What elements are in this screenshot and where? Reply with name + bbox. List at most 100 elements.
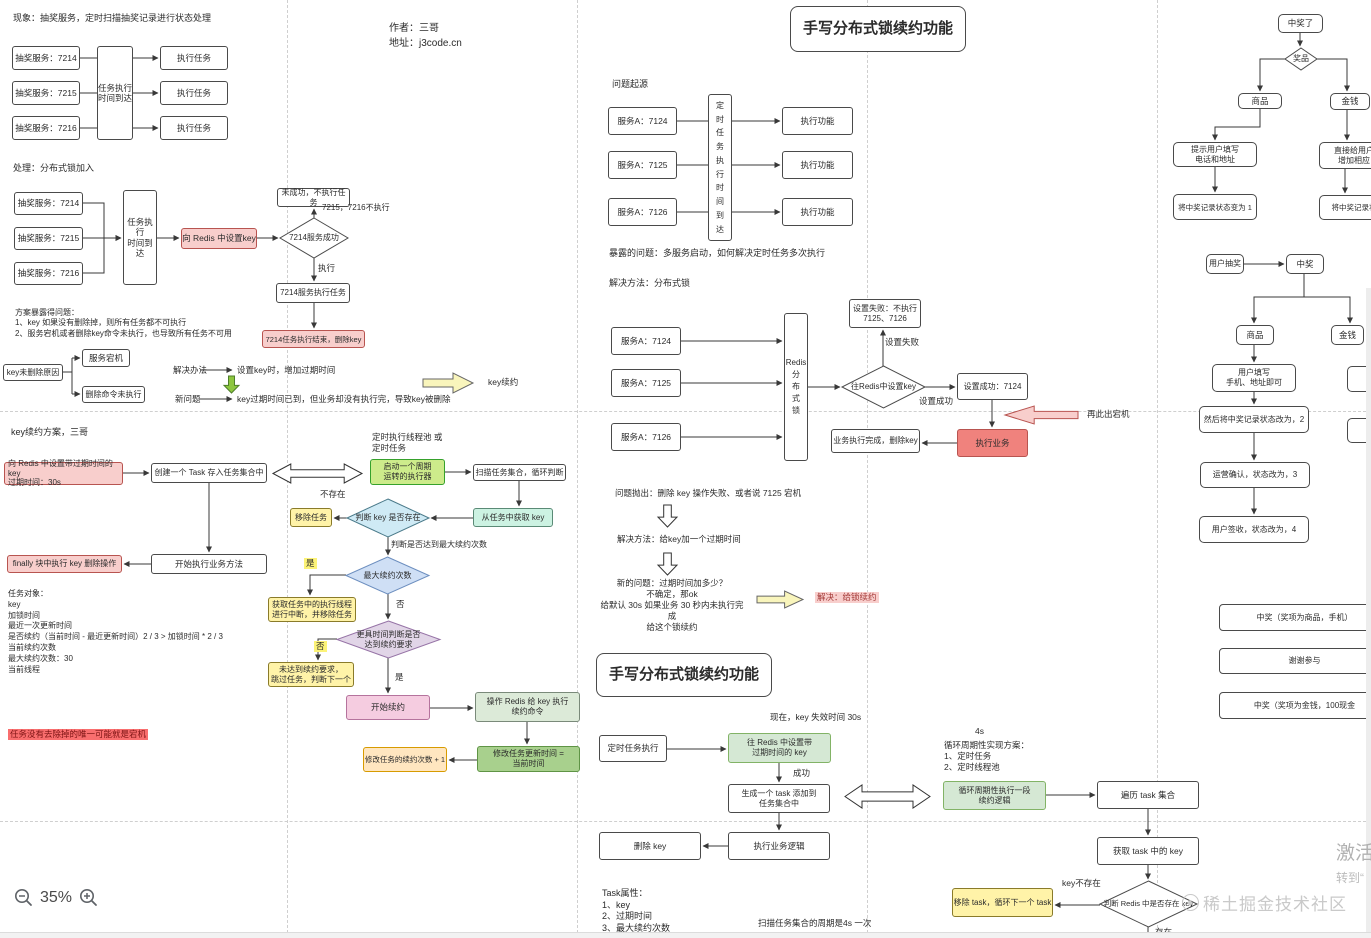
section-title-box-2: 手写分布式锁续约功能 [596,653,772,697]
note-timer-pool: 定时执行线程池 或 定时任务 [372,432,443,454]
svc-a-7125-f: 服务A：7125 [611,369,681,397]
hollow-down-arrow-2 [656,552,679,576]
create-task-box: 创建一个 Task 存入任务集合中 [151,463,267,483]
edge [83,238,105,274]
lottery-svc-7214-b: 抽奖服务：7214 [14,192,83,215]
page-guide-horizontal [0,821,1371,822]
exec-task-3: 执行任务 [160,116,228,140]
note-new-problem-text: key过期时间已到，但业务却没有执行完，导致key被删除 [237,394,451,404]
juejin-logo-icon: ◆ [1182,894,1199,911]
fill-phone-addr-box: 提示用户填写 电话和地址 [1173,142,1257,167]
money-box-2: 金钱 [1331,325,1364,345]
note-solution-label: 解决办法 [173,365,208,375]
get-key-from-task-box: 从任务中获取 key [473,508,553,527]
note-solution-dlock: 解决方法：分布式锁 [609,278,691,288]
note-scan-period: 扫描任务集合的周期是4s 一次 [758,918,872,928]
thanks-box: 谢谢参与 [1219,648,1371,674]
iterate-task-set-box: 遍历 task 集合 [1097,781,1199,809]
note-author: 作者：三哥 地址：j3code.cn [389,23,462,49]
svc-7214-exec-box: 7214服务执行任务 [276,283,350,303]
task-time-reached-b: 任务执行 时间到达 [123,190,157,285]
won-prize-box: 中奖了 [1278,14,1323,33]
bottom-bar [0,932,1371,938]
note-phenomenon: 现象：抽奖服务，定时扫描抽奖记录进行状态处理 [13,13,212,23]
remove-task-loop-next-box: 移除 task，循环下一个 task [952,888,1053,917]
exec-func-2: 执行功能 [782,151,853,179]
scan-task-set-box: 扫描任务集合，循环判断 [473,464,566,481]
max-renew-diamond [344,556,431,595]
label-7215-7216-skip: 7215，7216不执行 [322,203,390,212]
set-redis-key-box: 向 Redis 中设置key [181,228,257,249]
edge [315,638,337,661]
label-key-renew: key续约 [488,377,519,387]
note-task-attrs: Task属性： 1、key 2、过期时间 3、最大续约次数 [602,888,671,934]
start-business-box: 开始执行业务方法 [151,554,267,574]
scrollbar[interactable] [1366,288,1371,938]
label-4s: 4s [975,726,984,736]
note-key-renew-plan: key续约方案，三哥 [11,427,89,437]
label-yes-2: 是 [395,672,404,682]
interrupt-thread-box: 获取任务中的执行线程 进行中断，并移除任务 [268,597,356,622]
edge [1317,58,1350,92]
finally-delete-key-box: finally 块中执行 key 删除操作 [7,555,122,573]
prize-money-box: 中奖（奖项为金钱，100现金 [1219,692,1371,719]
user-fill-phone-box: 用户填写 手机、地址即可 [1212,364,1296,392]
prize-diamond [1284,47,1318,71]
page-guide-vertical [577,0,578,938]
crash-pink-arrow [1003,405,1079,425]
record-status-1-box: 将中奖记录状态变为 1 [1173,194,1257,220]
svc-a-7124-e: 服务A：7124 [608,107,677,135]
edge [1257,58,1285,92]
exec-business-logic-box: 执行业务逻辑 [728,832,830,860]
incr-renew-count-box: 修改任务的续约次数 + 1 [363,747,447,772]
lottery-svc-7215-a: 抽奖服务：7215 [12,81,80,105]
svc-down-box: 服务宕机 [82,349,130,367]
zoom-level-label: 35% [40,888,73,906]
note-task-object: 任务对象： key 加锁时间 最近一次更新时间 是否续约（当前时间 - 最近更新… [8,589,223,674]
svc-a-7125-e: 服务A：7125 [608,151,677,179]
note-solution-text: 设置key时，增加过期时间 [237,365,336,375]
label-success: 成功 [793,768,811,778]
zoom-out-button[interactable] [14,888,33,907]
edge [1251,274,1305,324]
renew-requirement-diamond [335,620,442,659]
double-arrow-right [844,784,931,809]
note-task-crash-red: 任务没有去除掉的唯一可能就是宕机 [8,729,149,741]
note-new-problem-label: 新问题 [175,394,201,404]
timed-task-vertical-box: 定 时 任 务 执 行 时 间 到 达 [708,94,732,241]
key-exists-diamond [345,498,431,538]
activate-watermark-line2: 转到“ [1336,870,1364,885]
skip-task-box: 未达到续约要求， 跳过任务，判断下一个 [268,662,354,687]
note-new-question: 新的问题：过期时间加多少？ 不确定，那ok 给默认 30s 如果业务 30 秒内… [600,578,744,633]
start-renew-box: 开始续约 [346,695,430,720]
label-no-2: 否 [314,641,327,653]
prize-diamond-label: 奖品 [1293,54,1309,64]
note-problem-thrown: 问题抛出：删除 key 操作失败、或者说 7125 宕机 [615,488,802,498]
status-4-box: 用户签收，状态改为，4 [1199,516,1309,543]
page-guide-vertical [867,0,868,938]
label-set-success: 设置成功 [919,396,954,406]
start-period-executor-box: 启动一个周期 运转的执行器 [370,459,445,485]
page-guide-vertical [1157,0,1158,938]
status-3-box: 运营确认，状态改为，3 [1200,462,1310,488]
edge [1212,109,1261,141]
note-exposed-problem: 暴露的问题：多服务启动，如何解决定时任务多次执行 [609,248,826,258]
renew-requirement-diamond-label: 更具时间判断是否 达到续约要求 [356,630,421,649]
double-arrow-left [271,463,364,484]
zoom-in-button[interactable] [79,888,98,907]
set-key-in-redis-diamond [840,365,927,409]
solution-green-arrow [222,375,241,394]
svc-a-7126-f: 服务A：7126 [611,423,681,451]
timed-task-exec-box: 定时任务执行 [599,735,667,762]
note-scheme-problems: 方案暴露得问题： 1、key 如果没有删除掉，则所有任务都不可执行 2、服务宕机… [15,308,232,338]
loop-renew-logic-box: 循环周期性执行一段 续约逻辑 [943,781,1046,810]
give-user-money-box: 直接给用户 增加相应 [1319,142,1371,169]
exec-task-1: 执行任务 [160,46,228,70]
juejin-watermark-text: 稀土掘金技术社区 [1203,895,1347,914]
goods-box-1: 商品 [1238,93,1282,109]
edge [1304,296,1353,324]
label-yes-1: 是 [304,558,317,570]
user-draw-box: 用户抽奖 [1206,254,1244,274]
